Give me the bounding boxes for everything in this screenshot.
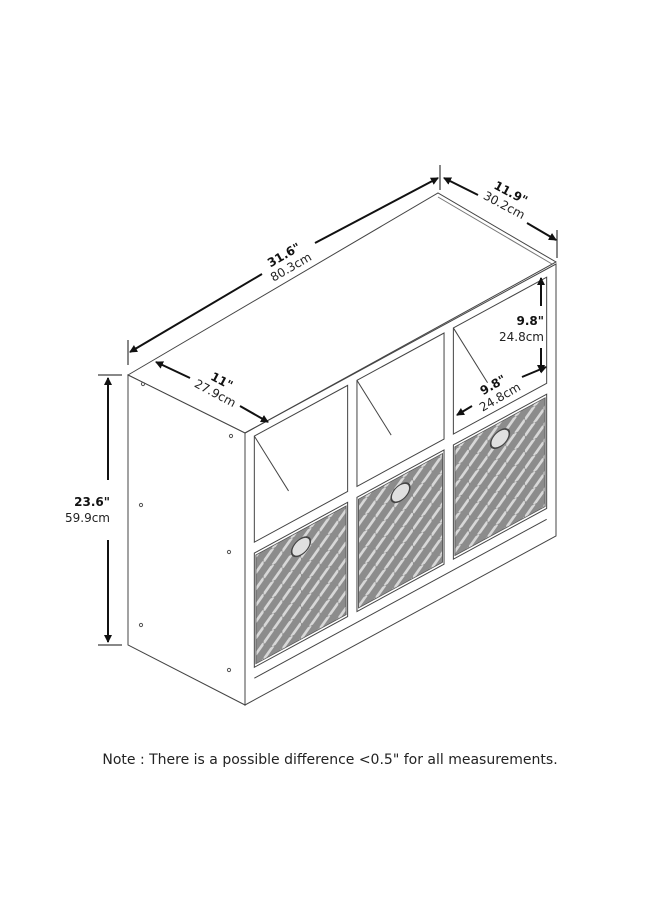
front-face — [245, 264, 556, 705]
storage-bin-2[interactable] — [358, 452, 443, 609]
height-in: 23.6" — [74, 495, 110, 509]
cubby-height-cm: 24.8cm — [499, 330, 544, 344]
cubby-height-dimension: 9.8" 24.8cm — [499, 277, 545, 373]
cubby-height-in: 9.8" — [516, 314, 544, 328]
bin-handle[interactable] — [290, 534, 312, 560]
bin-handle[interactable] — [390, 479, 411, 505]
height-cm: 59.9cm — [65, 511, 110, 525]
bin-handle[interactable] — [489, 425, 511, 451]
peg-holes — [138, 381, 234, 673]
height-dimension: 23.6" 59.9cm — [65, 374, 122, 646]
storage-bin-3[interactable] — [454, 397, 546, 557]
cubbies — [254, 277, 546, 678]
measurement-note: Note : There is a possible difference <0… — [102, 752, 558, 768]
left-side-panel — [127, 374, 246, 706]
storage-bin-1[interactable] — [255, 505, 347, 665]
